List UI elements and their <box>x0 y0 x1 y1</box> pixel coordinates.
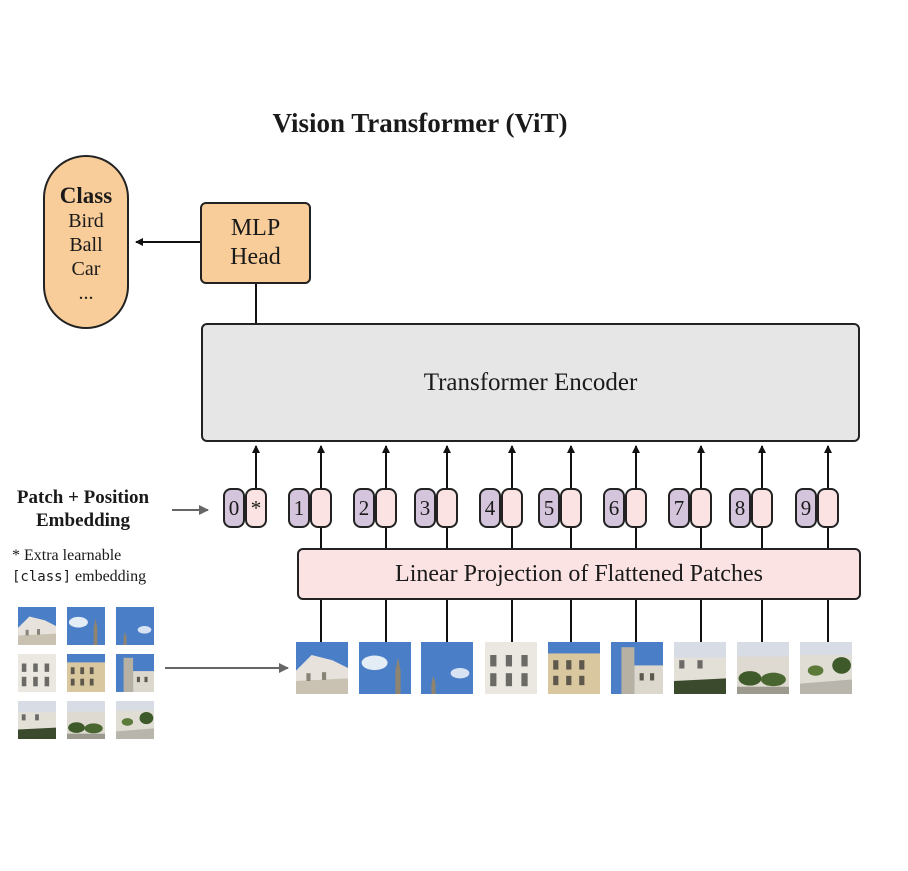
position-embedding-token: 1 <box>288 488 310 528</box>
patch-embedding-token <box>625 488 647 528</box>
sequence-patch <box>296 642 348 694</box>
class-item: Bird <box>68 210 104 232</box>
mlp-head-label-line1: MLP <box>230 215 281 241</box>
diagram-title: Vision Transformer (ViT) <box>272 108 568 138</box>
position-embedding-token: 0 <box>223 488 245 528</box>
class-code-text: [class] <box>12 569 72 585</box>
position-embedding-token: 9 <box>795 488 817 528</box>
position-embedding-token: 4 <box>479 488 501 528</box>
extra-learnable-note: * Extra learnable [class] embedding <box>12 545 146 588</box>
image-grid-patch <box>67 654 105 692</box>
sequence-patch <box>485 642 537 694</box>
patch-embedding-token <box>817 488 839 528</box>
image-grid-patch <box>18 607 56 645</box>
embedding-label-line1: Patch + Position <box>16 487 150 508</box>
patch-embedding-token <box>310 488 332 528</box>
patch-embedding-token <box>690 488 712 528</box>
position-embedding-token: 6 <box>603 488 625 528</box>
class-item: ... <box>78 282 94 304</box>
patch-embedding-token <box>375 488 397 528</box>
class-output-box: Class Bird Ball Car ... <box>43 155 129 329</box>
sequence-patch <box>359 642 411 694</box>
transformer-encoder-box: Transformer Encoder <box>201 323 860 442</box>
class-item: Car <box>71 258 101 280</box>
patch-embedding-token <box>751 488 773 528</box>
patch-embedding-token <box>501 488 523 528</box>
position-embedding-token: 8 <box>729 488 751 528</box>
patch-embedding-token <box>560 488 582 528</box>
image-grid-patch <box>18 701 56 739</box>
mlp-head-box: MLP Head <box>200 202 311 284</box>
image-grid-patch <box>67 701 105 739</box>
sequence-patch <box>737 642 789 694</box>
patch-embedding-token: * <box>245 488 267 528</box>
position-embedding-token: 3 <box>414 488 436 528</box>
patch-position-embedding-label: Patch + Position Embedding <box>0 486 166 532</box>
image-grid-patch <box>116 654 154 692</box>
linear-projection-box: Linear Projection of Flattened Patches <box>297 548 861 600</box>
image-grid-patch <box>18 654 56 692</box>
patch-embedding-token <box>436 488 458 528</box>
sequence-patch <box>611 642 663 694</box>
extra-note-rest: embedding <box>71 568 147 585</box>
class-heading: Class <box>59 183 113 208</box>
mlp-head-label-line2: Head <box>230 244 281 270</box>
sequence-patch <box>800 642 852 694</box>
position-embedding-token: 2 <box>353 488 375 528</box>
class-item: Ball <box>69 234 103 256</box>
position-embedding-token: 5 <box>538 488 560 528</box>
image-grid-patch <box>67 607 105 645</box>
sequence-patch <box>548 642 600 694</box>
sequence-patch <box>421 642 473 694</box>
sequence-patch <box>674 642 726 694</box>
image-grid-patch <box>116 701 154 739</box>
image-grid-patch <box>116 607 154 645</box>
position-embedding-token: 7 <box>668 488 690 528</box>
extra-note-line1: * Extra learnable <box>12 547 122 564</box>
embedding-label-line2: Embedding <box>36 510 130 531</box>
